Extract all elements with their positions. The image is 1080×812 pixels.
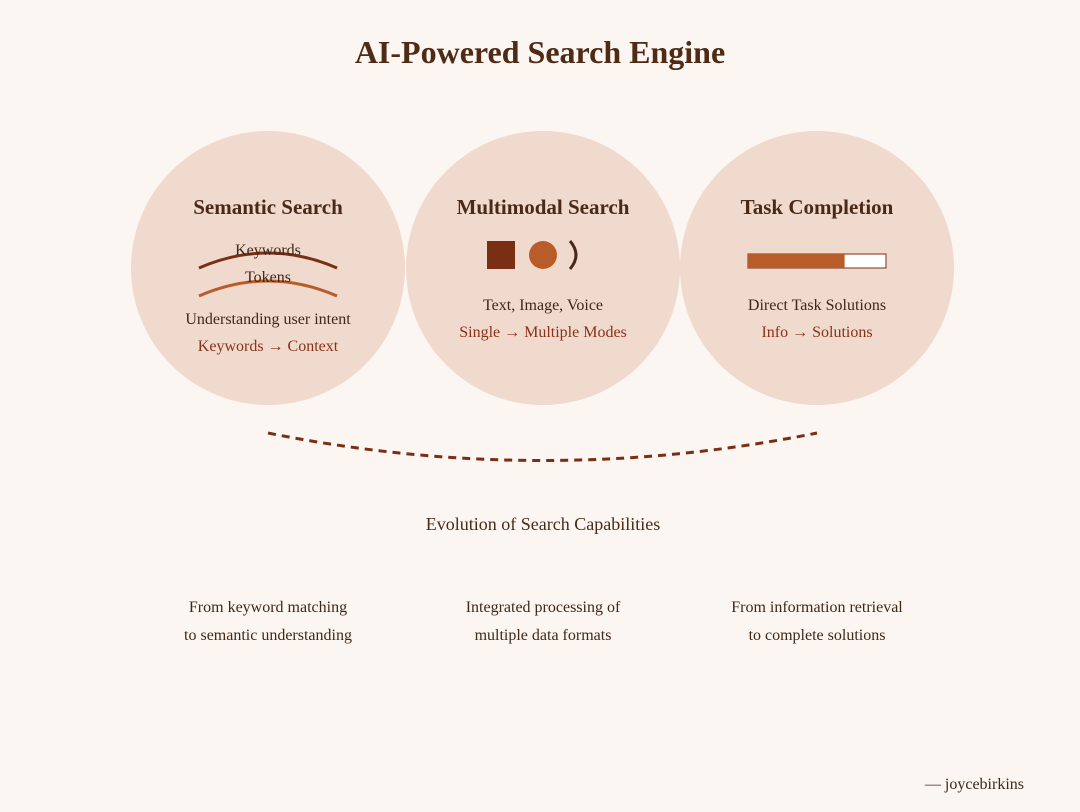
semantic-search-title: Semantic Search	[193, 195, 343, 219]
semantic-search-circle	[131, 131, 405, 405]
task-description-line-2: to complete solutions	[749, 627, 886, 644]
task-completion-title: Task Completion	[741, 195, 894, 219]
multimodal-search-transition: Single → Multiple Modes	[459, 324, 627, 341]
progress-bar-fill	[748, 254, 845, 268]
page-title: AI-Powered Search Engine	[354, 34, 726, 70]
semantic-search-transition: Keywords → Context	[198, 338, 339, 355]
semantic-description-line-1: From keyword matching	[189, 599, 347, 616]
task-completion-description: Direct Task Solutions	[748, 297, 886, 314]
task-completion-transition: Info → Solutions	[761, 324, 872, 341]
square-icon	[487, 241, 515, 269]
evolution-caption: Evolution of Search Capabilities	[426, 514, 660, 534]
evolution-connector-arc	[267, 431, 818, 462]
sound-wave-icon	[568, 240, 578, 270]
multimodal-search-description: Text, Image, Voice	[483, 297, 603, 314]
multimodal-description-line-2: multiple data formats	[475, 627, 612, 644]
author-credit: — joycebirkins	[924, 776, 1024, 793]
tokens-arc-icon	[198, 279, 338, 298]
semantic-description-line-2: to semantic understanding	[184, 627, 352, 644]
circle-icon	[529, 241, 557, 269]
multimodal-search-title: Multimodal Search	[457, 195, 630, 219]
semantic-search-description: Understanding user intent	[185, 311, 351, 328]
keywords-arc-icon	[198, 251, 338, 270]
tokens-label: Tokens	[245, 269, 291, 286]
task-description-line-1: From information retrieval	[731, 599, 903, 616]
multimodal-description-line-1: Integrated processing of	[466, 599, 621, 616]
keywords-label: Keywords	[235, 242, 301, 259]
